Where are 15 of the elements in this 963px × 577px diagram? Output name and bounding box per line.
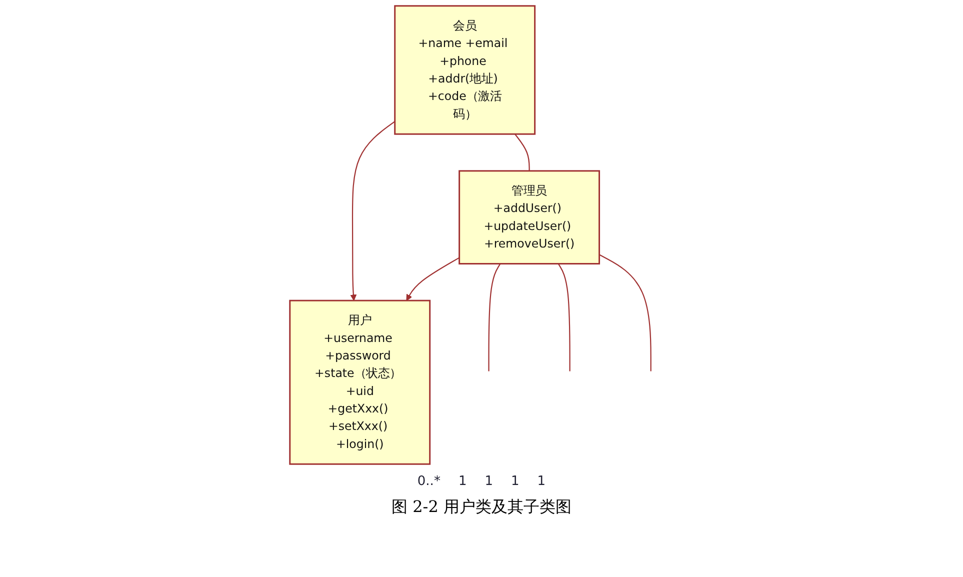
multiplicity-label: 0..* [417,474,440,489]
connector [558,263,570,372]
figure-caption: 图 2-2 用户类及其子类图 [392,497,572,518]
multiplicity-label: 1 [484,474,494,489]
arrow [350,120,396,301]
node-box: 会员 +name +email +phone +addr(地址) +code（激活码） [394,5,536,135]
connector [514,134,530,171]
multiplicity-label: 1 [537,474,546,489]
node-box: 用户 +username +password +state（状态） +uid +getXxx() +setXxx() +login() [289,300,431,465]
node-box: 管理员 +addUser() +updateUser() +removeUser() [458,170,600,264]
connector [599,254,652,372]
connector [488,263,501,372]
arrow [406,257,460,301]
multiplicity-label: 1 [511,474,520,489]
multiplicity-label: 1 [458,474,467,489]
